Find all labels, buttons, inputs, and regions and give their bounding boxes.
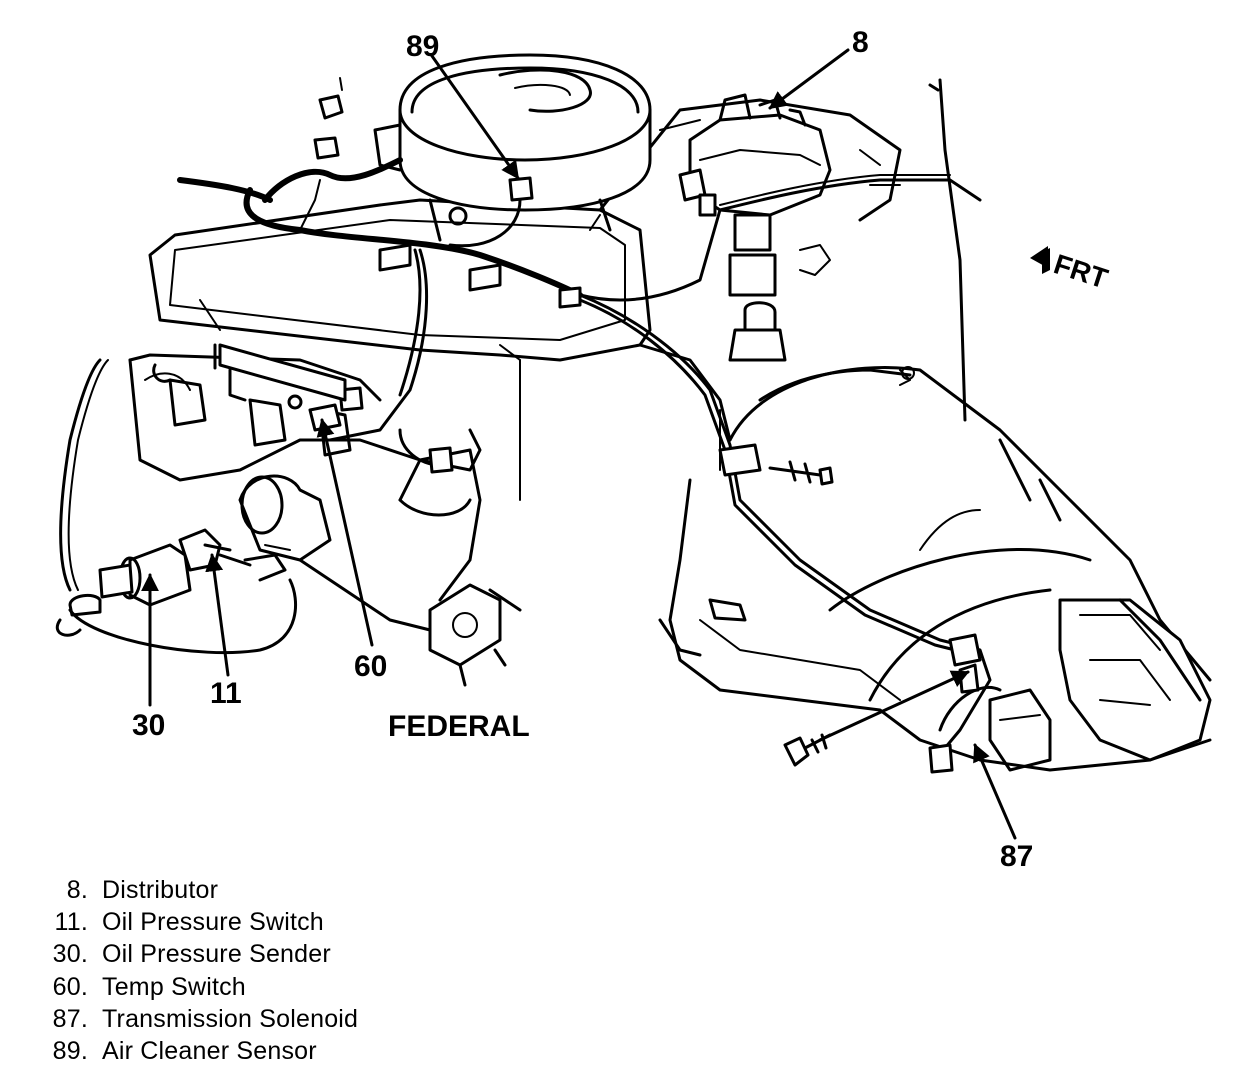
legend-item-number: 87. <box>52 1004 88 1033</box>
callout-60: 60 <box>354 650 387 683</box>
federal-caption: FEDERAL <box>388 710 530 743</box>
legend-item: 8. Distributor <box>38 874 638 906</box>
legend-item-number: 8. <box>66 875 88 904</box>
callout-30: 30 <box>132 709 165 742</box>
callout-87-label: 87 <box>1000 840 1034 873</box>
distributor <box>678 93 832 362</box>
callout-11: 11 <box>210 677 242 710</box>
wiring-harness <box>56 157 1002 762</box>
legend-item: 89. Air Cleaner Sensor <box>38 1035 638 1067</box>
legend-item-label: Distributor <box>102 875 219 904</box>
legend-item: 30. Oil Pressure Sender <box>38 939 638 971</box>
engine-wiring-diagram: FRT 89 8 30 11 60 87 FEDERAL <box>56 26 1212 840</box>
fasteners <box>213 77 982 774</box>
legend-item-label: Oil Pressure Switch <box>102 907 324 936</box>
exhaust-manifold <box>128 353 522 687</box>
legend-item: 11. Oil Pressure Switch <box>38 906 638 938</box>
legend-item: 87. Transmission Solenoid <box>38 1003 638 1035</box>
legend-item: 60. Temp Switch <box>38 971 638 1003</box>
callout-89: 89 <box>406 30 439 63</box>
leader-lines <box>141 48 1017 840</box>
legend-item-number: 11. <box>54 907 88 936</box>
legend-item-number: 60. <box>52 972 88 1001</box>
legend-item-number: 30. <box>52 940 88 969</box>
front-direction-indicator: FRT <box>1030 246 1111 295</box>
legend: 8. Distributor 11. Oil Pressure Switch 30. Oi… <box>38 874 638 1068</box>
callout-8: 8 <box>852 26 869 59</box>
oil-sensors <box>68 528 291 617</box>
air-cleaner <box>373 53 652 242</box>
legend-item-label: Air Cleaner Sensor <box>102 1037 317 1066</box>
legend-item-label: Temp Switch <box>102 972 246 1001</box>
legend-item-number: 89. <box>52 1037 88 1066</box>
frt-label: FRT <box>1050 248 1111 294</box>
callout-labels: 89 8 30 11 60 87 FEDERAL <box>132 26 869 743</box>
legend-item-label: Transmission Solenoid <box>102 1004 359 1033</box>
legend-item-label: Oil Pressure Sender <box>102 940 331 969</box>
